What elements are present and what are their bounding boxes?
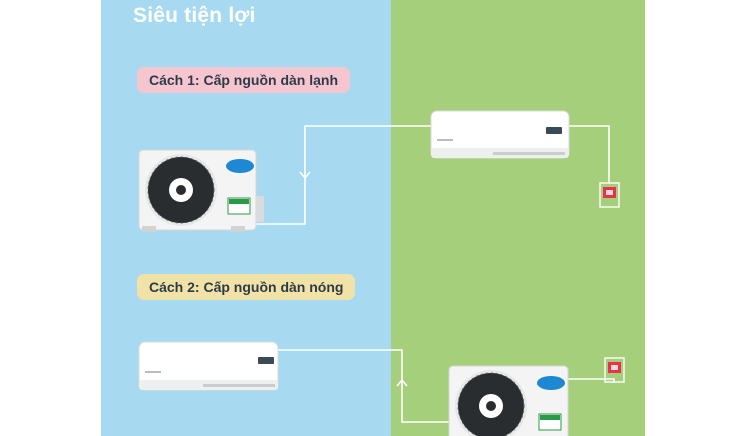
wire-arrow-1 <box>299 171 311 180</box>
display-icon-2 <box>258 357 274 364</box>
wire-arrow-2 <box>396 378 408 387</box>
indoor-unit-1 <box>430 110 570 159</box>
headline-title: Siêu tiện lợi <box>133 4 256 27</box>
energy-label-icon-2 <box>540 415 560 420</box>
outdoor-unit-1 <box>138 149 264 232</box>
method-2-label: Cách 2: Cấp nguồn dàn nóng <box>137 274 356 300</box>
method-1-wiring <box>255 125 610 225</box>
right-panel-background <box>391 0 645 436</box>
wire-indoor-to-socket-1 <box>569 125 610 183</box>
brand-logo-badge-2 <box>537 376 565 390</box>
wire-indoor-to-outdoor-2 <box>278 349 449 423</box>
method-1-label: Cách 1: Cấp nguồn dàn lạnh <box>137 67 351 93</box>
wire-outdoor-to-indoor-1 <box>255 125 431 225</box>
wall-socket-2 <box>604 357 625 383</box>
brand-logo-badge <box>226 159 254 173</box>
outdoor-unit-2 <box>448 365 569 436</box>
wall-socket-1 <box>599 182 620 208</box>
indoor-unit-2 <box>138 341 279 391</box>
energy-label-icon <box>229 199 249 204</box>
display-icon <box>546 127 562 134</box>
